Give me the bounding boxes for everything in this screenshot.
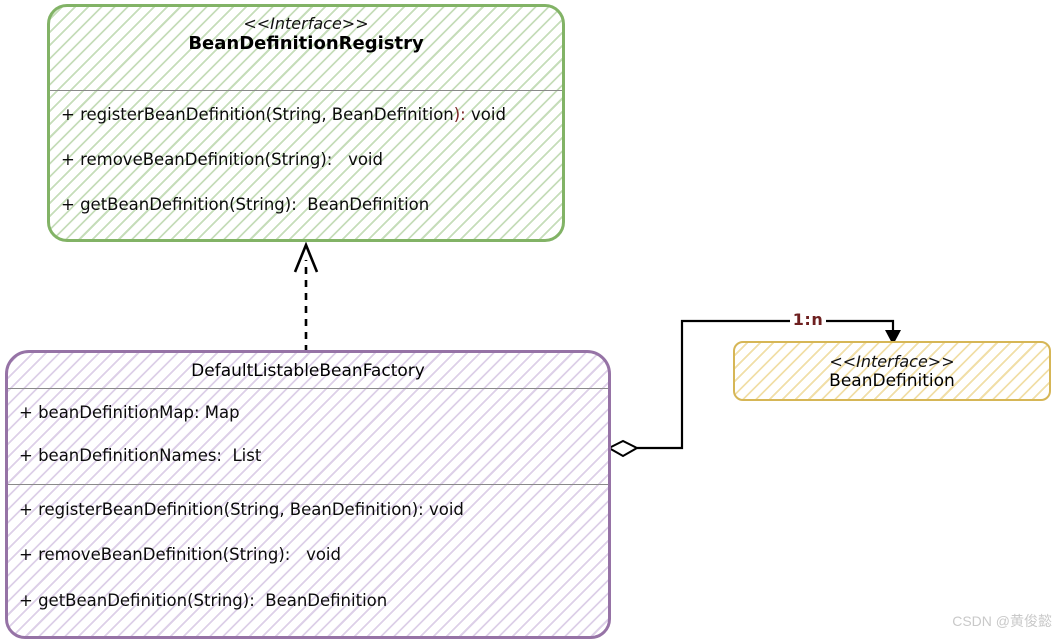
implements-arrow — [293, 241, 319, 352]
section-divider — [50, 90, 562, 91]
method-item: + removeBeanDefinition(String): void — [19, 546, 597, 564]
field-text: + beanDefinitionMap: Map — [19, 402, 240, 422]
method-accent: ): — [453, 105, 466, 125]
factory-header: DefaultListableBeanFactory — [8, 353, 608, 388]
method-text: + getBeanDefinition(String): BeanDefinit… — [19, 591, 388, 611]
method-item: + getBeanDefinition(String): BeanDefinit… — [19, 591, 597, 611]
open-arrowhead-icon — [293, 241, 319, 273]
method-item: + registerBeanDefinition(String, BeanDef… — [19, 499, 597, 519]
field-item: + beanDefinitionMap: Map — [19, 402, 597, 422]
aggregation-multiplicity-label: 1:n — [790, 310, 826, 329]
definition-interface-box: <<Interface>> BeanDefinition — [733, 341, 1051, 401]
registry-header: <<Interface>> BeanDefinitionRegistry — [50, 7, 562, 90]
aggregation-diamond-icon — [606, 439, 640, 458]
method-text: + registerBeanDefinition(String, BeanDef… — [19, 499, 464, 519]
field-text: + beanDefinitionNames: List — [19, 446, 262, 466]
method-text: + getBeanDefinition(String): BeanDefinit… — [61, 194, 430, 214]
watermark: CSDN @黄俊懿 — [952, 613, 1052, 629]
filled-arrowhead-icon — [885, 330, 901, 345]
method-item: + getBeanDefinition(String): BeanDefinit… — [61, 194, 551, 214]
section-divider — [8, 388, 608, 389]
factory-class-box: DefaultListableBeanFactory + beanDefinit… — [5, 350, 611, 639]
factory-title: DefaultListableBeanFactory — [191, 360, 425, 381]
registry-interface-box: <<Interface>> BeanDefinitionRegistry + r… — [47, 4, 565, 242]
method-text: + removeBeanDefinition(String): void — [19, 545, 341, 565]
section-divider — [8, 484, 608, 485]
definition-stereotype: <<Interface>> — [829, 351, 955, 371]
definition-title: BeanDefinition — [829, 370, 955, 391]
aggregation-connector — [606, 319, 901, 458]
method-item: + registerBeanDefinition(String, BeanDef… — [61, 106, 551, 124]
method-item: + removeBeanDefinition(String): void — [61, 149, 551, 169]
registry-title: BeanDefinitionRegistry — [188, 33, 424, 54]
registry-stereotype: <<Interface>> — [243, 14, 369, 33]
method-text: + registerBeanDefinition(String, BeanDef… — [61, 105, 454, 125]
method-text: void — [465, 105, 506, 125]
registry-methods: + registerBeanDefinition(String, BeanDef… — [50, 91, 562, 239]
factory-methods: + registerBeanDefinition(String, BeanDef… — [8, 485, 608, 636]
factory-fields: + beanDefinitionMap: Map + beanDefinitio… — [8, 389, 608, 484]
field-item: + beanDefinitionNames: List — [19, 447, 597, 465]
method-text: + removeBeanDefinition(String): void — [61, 149, 383, 169]
